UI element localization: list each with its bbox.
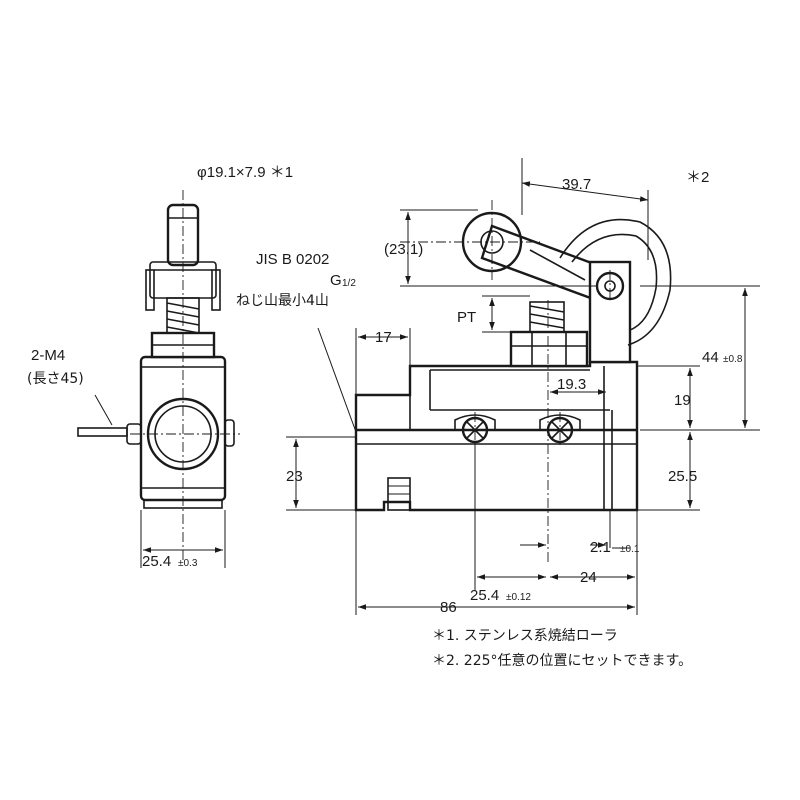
label-dim-39-7: 39.7 bbox=[562, 176, 591, 193]
lever-pivot bbox=[588, 260, 632, 364]
lever-arm bbox=[480, 224, 607, 302]
side-view bbox=[77, 190, 240, 560]
label-dim-44: 44 bbox=[702, 349, 719, 366]
roller-phantom bbox=[559, 218, 672, 346]
note-1: ＊1. ステンレス系焼結ローラ bbox=[432, 628, 618, 644]
label-dim-2-1-tol: ±0.1 bbox=[620, 544, 640, 555]
dimension-labels: φ19.1×7.9 ＊1 ＊2 39.7 (23.1) JIS B 0202 G… bbox=[27, 164, 743, 616]
label-star2: ＊2 bbox=[686, 169, 709, 186]
label-thread-g: G bbox=[330, 272, 342, 289]
label-pt: PT bbox=[457, 309, 476, 326]
label-dim-25-5: 25.5 bbox=[668, 468, 697, 485]
label-dim-17: 17 bbox=[375, 329, 392, 346]
label-dim-25-4-left-tol: ±0.3 bbox=[178, 558, 198, 569]
label-screw-len: (長さ45) bbox=[27, 371, 84, 387]
label-jis: JIS B 0202 bbox=[256, 251, 329, 268]
label-dim-25-4-left: 25.4 bbox=[142, 553, 171, 570]
label-dim-23-1: (23.1) bbox=[384, 241, 423, 258]
label-dim-25-4-bottom: 25.4 bbox=[470, 587, 499, 604]
label-dim-19: 19 bbox=[674, 392, 691, 409]
front-view-housing bbox=[354, 360, 639, 512]
label-screw: 2-M4 bbox=[31, 347, 65, 364]
label-dim-2-1: 2.1 bbox=[590, 539, 611, 556]
label-dim-23: 23 bbox=[286, 468, 303, 485]
notes: ＊1. ステンレス系焼結ローラ ＊2. 225°任意の位置にセットできます。 bbox=[432, 628, 692, 669]
label-thread-frac: 1/2 bbox=[342, 278, 356, 289]
label-roller-spec: φ19.1×7.9 ＊1 bbox=[197, 164, 293, 181]
label-dim-44-tol: ±0.8 bbox=[723, 354, 743, 365]
label-dim-86: 86 bbox=[440, 599, 457, 616]
label-dim-24: 24 bbox=[580, 569, 597, 586]
label-thread-note: ねじ山最小4山 bbox=[236, 293, 329, 309]
label-dim-19-3: 19.3 bbox=[557, 376, 586, 393]
label-dim-25-4-bottom-tol: ±0.12 bbox=[506, 592, 531, 603]
screw-pin bbox=[77, 427, 128, 437]
front-view bbox=[354, 200, 672, 565]
note-2: ＊2. 225°任意の位置にセットできます。 bbox=[432, 652, 692, 669]
dimensions bbox=[94, 158, 760, 615]
